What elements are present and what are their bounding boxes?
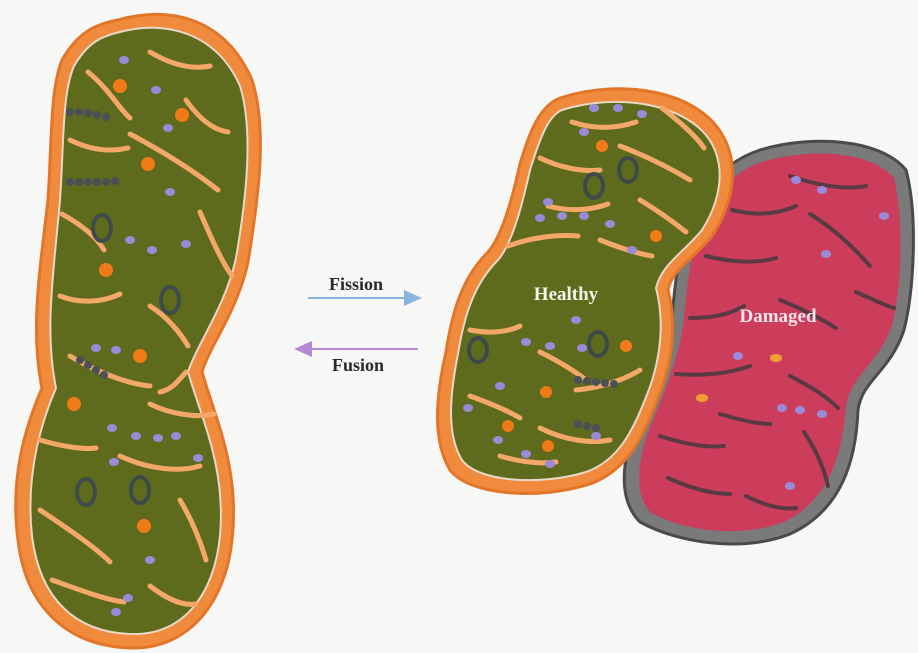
- fission-arrow-group: Fission: [308, 274, 420, 298]
- damaged-label: Damaged: [739, 306, 816, 327]
- healthy-label: Healthy: [534, 284, 599, 305]
- fusion-arrow-group: Fusion: [296, 349, 418, 375]
- fused-mitochondrion: [16, 14, 261, 648]
- fission-label: Fission: [329, 274, 383, 294]
- fusion-label: Fusion: [332, 355, 384, 375]
